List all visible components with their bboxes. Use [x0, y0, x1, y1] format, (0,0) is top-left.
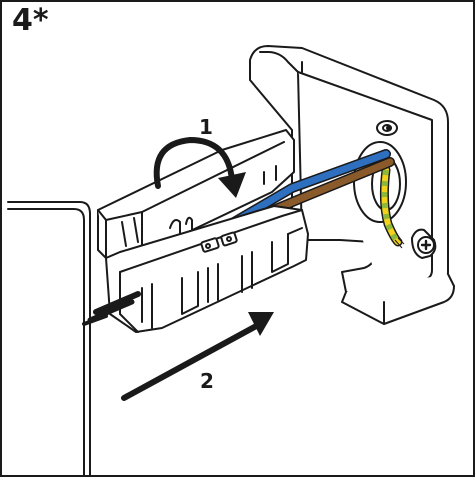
screw-icon [386, 125, 392, 131]
step-label: 4* [12, 3, 49, 38]
curved-arrow-icon [153, 136, 246, 198]
wall-panel [7, 201, 91, 475]
straight-arrow-icon [121, 312, 274, 401]
earth-wire [379, 165, 405, 249]
annotation-step-2: 2 [200, 369, 214, 393]
terminal-block [105, 205, 309, 333]
cable-sheath [82, 291, 141, 326]
phillips-screw-icon [411, 228, 437, 259]
wall-panel-edge [7, 208, 85, 475]
terminal-lid [97, 129, 295, 259]
annotation-step-1: 1 [199, 115, 213, 139]
mounting-hole [376, 120, 398, 136]
